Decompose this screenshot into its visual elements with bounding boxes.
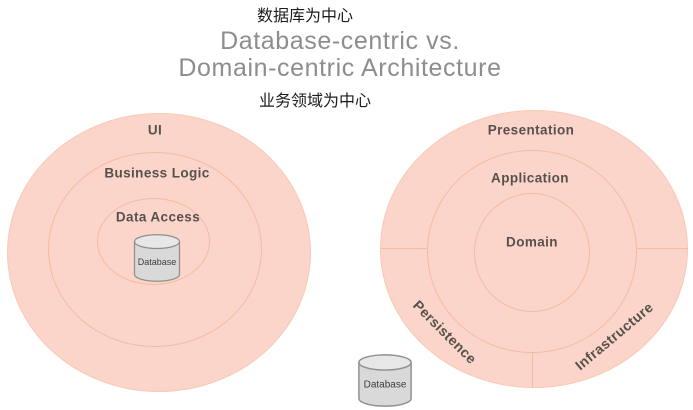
database-centric-zh-label: 数据库为中心 (256, 8, 354, 25)
left-database-cylinder-icon: Database (132, 233, 182, 283)
database-cylinder-shape (358, 354, 412, 407)
page-title: Database-centric vs. Domain-centric Arch… (0, 28, 680, 82)
page-title-line2: Domain-centric Architecture (178, 54, 502, 82)
right-database-cylinder-icon: Database (356, 353, 414, 408)
right-label-presentation: Presentation (487, 122, 575, 138)
right-diagram-bottom-divider (532, 353, 533, 388)
right-diagram-right-divider (637, 248, 688, 249)
database-cylinder-shape (133, 234, 181, 282)
domain-centric-zh-label: 业务领域为中心 (258, 93, 372, 110)
left-label-ui: UI (147, 122, 163, 138)
right-label-domain: Domain (506, 234, 558, 250)
right-database-label: Database (363, 379, 407, 391)
left-label-business-logic: Business Logic (104, 165, 210, 181)
page-title-line1: Database-centric vs. (220, 27, 460, 55)
left-database-label: Database (137, 257, 177, 267)
right-inner-ring-domain (474, 193, 590, 312)
left-label-data-access: Data Access (115, 209, 201, 225)
right-label-application: Application (491, 170, 569, 186)
right-diagram-left-divider (381, 248, 427, 249)
